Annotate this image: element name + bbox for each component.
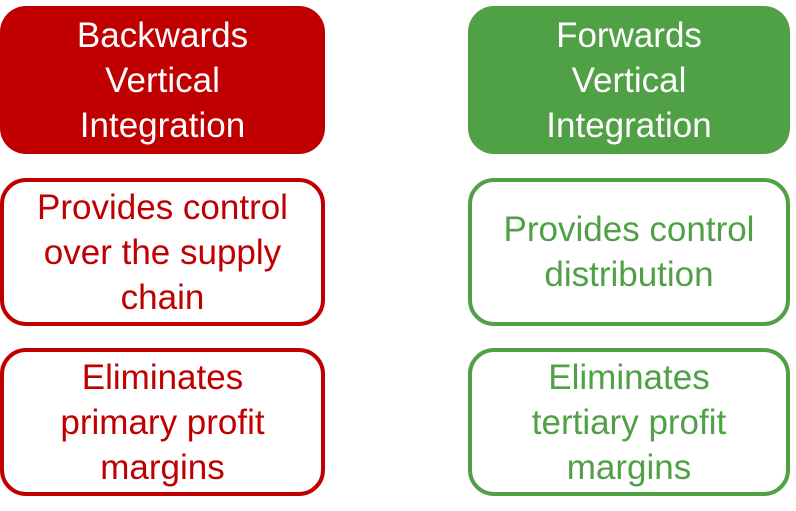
backwards-point-1-line-1: Provides control xyxy=(37,187,288,227)
backwards-point-2-text: Eliminates primary profit margins xyxy=(60,355,264,490)
backwards-title-line-2: Vertical xyxy=(105,60,220,100)
forwards-point-2-line-2: tertiary profit xyxy=(531,402,727,442)
backwards-point-supply-chain: Provides control over the supply chain xyxy=(0,178,325,326)
backwards-point-2-line-2: primary profit xyxy=(60,402,265,442)
backwards-point-1-line-2: over the supply xyxy=(43,232,282,272)
backwards-point-primary-margins: Eliminates primary profit margins xyxy=(0,348,325,496)
forwards-point-1-line-1: Provides control xyxy=(503,210,755,249)
backwards-integration-title: Backwards Vertical Integration xyxy=(77,13,248,148)
forwards-point-1-text: Provides control distribution xyxy=(504,207,755,297)
backwards-title-line-1: Backwards xyxy=(76,15,249,55)
forwards-point-tertiary-margins: Eliminates tertiary profit margins xyxy=(468,348,790,496)
backwards-point-1-line-3: chain xyxy=(120,277,205,317)
forwards-title-line-2: Vertical xyxy=(571,60,687,100)
backwards-point-1-text: Provides control over the supply chain xyxy=(37,185,288,320)
backwards-title-line-3: Integration xyxy=(79,105,246,145)
backwards-point-2-line-1: Eliminates xyxy=(81,357,244,397)
forwards-point-distribution: Provides control distribution xyxy=(468,178,790,326)
forwards-point-2-text: Eliminates tertiary profit margins xyxy=(532,355,727,490)
forwards-point-1-line-2: distribution xyxy=(544,255,714,294)
forwards-title-line-3: Integration xyxy=(546,105,712,145)
forwards-point-2-line-3: margins xyxy=(566,447,692,487)
backwards-integration-header: Backwards Vertical Integration xyxy=(0,6,325,154)
backwards-point-2-line-3: margins xyxy=(100,447,225,487)
forwards-integration-title: Forwards Vertical Integration xyxy=(546,13,711,148)
forwards-title-line-1: Forwards xyxy=(556,15,702,55)
forwards-point-2-line-1: Eliminates xyxy=(548,357,710,397)
forwards-integration-header: Forwards Vertical Integration xyxy=(468,6,790,154)
